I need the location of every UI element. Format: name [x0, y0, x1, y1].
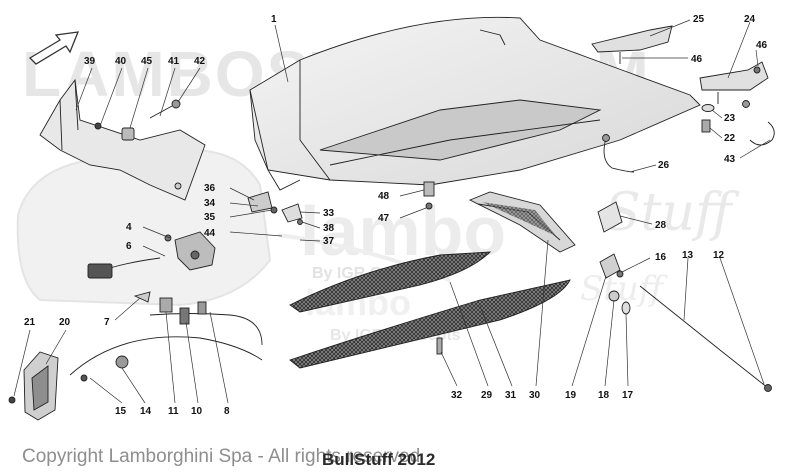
callout-6: 6 — [126, 241, 132, 252]
part-release-handle — [8, 351, 59, 421]
copyright-footer: Copyright Lamborghini Spa - All rights r… — [22, 446, 421, 467]
callout-29: 29 — [481, 390, 493, 401]
callout-4: 4 — [126, 222, 132, 233]
part-engine-hood — [249, 16, 701, 191]
callout-12: 12 — [713, 250, 725, 261]
part-hood-lock — [87, 231, 216, 279]
callout-46a: 46 — [691, 54, 703, 65]
part-bracket-28 — [597, 201, 623, 233]
callout-15: 15 — [115, 406, 127, 417]
part-air-duct — [468, 191, 576, 253]
callout-10: 10 — [191, 406, 203, 417]
part-gas-strut — [639, 285, 772, 392]
callout-41: 41 — [168, 56, 180, 67]
callout-23: 23 — [724, 113, 736, 124]
callout-11: 11 — [168, 406, 179, 417]
part-hinge-25 — [591, 25, 673, 64]
part-bolt-22 — [701, 119, 711, 133]
part-screw-32 — [436, 337, 443, 355]
callout-43: 43 — [724, 154, 736, 165]
callout-28: 28 — [655, 220, 667, 231]
callout-24: 24 — [744, 14, 756, 25]
callout-32: 32 — [451, 390, 463, 401]
callout-38: 38 — [323, 223, 335, 234]
callout-31: 31 — [505, 390, 517, 401]
callout-42: 42 — [194, 56, 206, 67]
callout-7: 7 — [104, 317, 110, 328]
callout-45: 45 — [141, 56, 153, 67]
callout-1: 1 — [271, 14, 277, 25]
callout-35: 35 — [204, 212, 216, 223]
watermark-logo-script: Stuff — [605, 183, 740, 243]
callout-20: 20 — [59, 317, 71, 328]
callout-8: 8 — [224, 406, 230, 417]
part-release-cable — [69, 291, 263, 382]
callout-16: 16 — [655, 252, 667, 263]
callout-13: 13 — [682, 250, 694, 261]
callout-48: 48 — [378, 191, 390, 202]
callout-44: 44 — [204, 228, 216, 239]
part-hinge-24 — [699, 61, 769, 104]
direction-arrow-icon — [28, 31, 80, 65]
callout-30: 30 — [529, 390, 541, 401]
part-bolt-48 — [423, 181, 435, 210]
callout-22: 22 — [724, 133, 736, 144]
callout-46b: 46 — [756, 40, 768, 51]
part-sensor-43 — [742, 100, 775, 146]
callout-36: 36 — [204, 183, 216, 194]
callout-21: 21 — [24, 317, 36, 328]
part-mesh-grille-lower — [289, 279, 571, 369]
callout-26: 26 — [658, 160, 670, 171]
leader-lines — [13, 19, 771, 404]
callout-33: 33 — [323, 208, 335, 219]
callout-14: 14 — [140, 406, 152, 417]
callout-34: 34 — [204, 198, 216, 209]
part-strut-mount — [599, 253, 631, 315]
callout-39: 39 — [84, 56, 96, 67]
bullstuff-stamp: BullStuff 2012 — [322, 450, 436, 469]
part-hinge-group — [247, 191, 303, 225]
callout-40: 40 — [115, 56, 127, 67]
part-mesh-grille-upper — [289, 251, 492, 313]
callout-47: 47 — [378, 213, 390, 224]
callout-17: 17 — [622, 390, 634, 401]
callout-19: 19 — [565, 390, 577, 401]
part-sensor-26 — [602, 134, 635, 173]
callout-labels: 1 4 6 7 8 10 11 12 13 14 15 16 17 18 19 … — [24, 14, 768, 417]
callout-37: 37 — [323, 236, 335, 247]
callout-25: 25 — [693, 14, 705, 25]
callout-18: 18 — [598, 390, 610, 401]
part-washer-23 — [701, 104, 715, 112]
